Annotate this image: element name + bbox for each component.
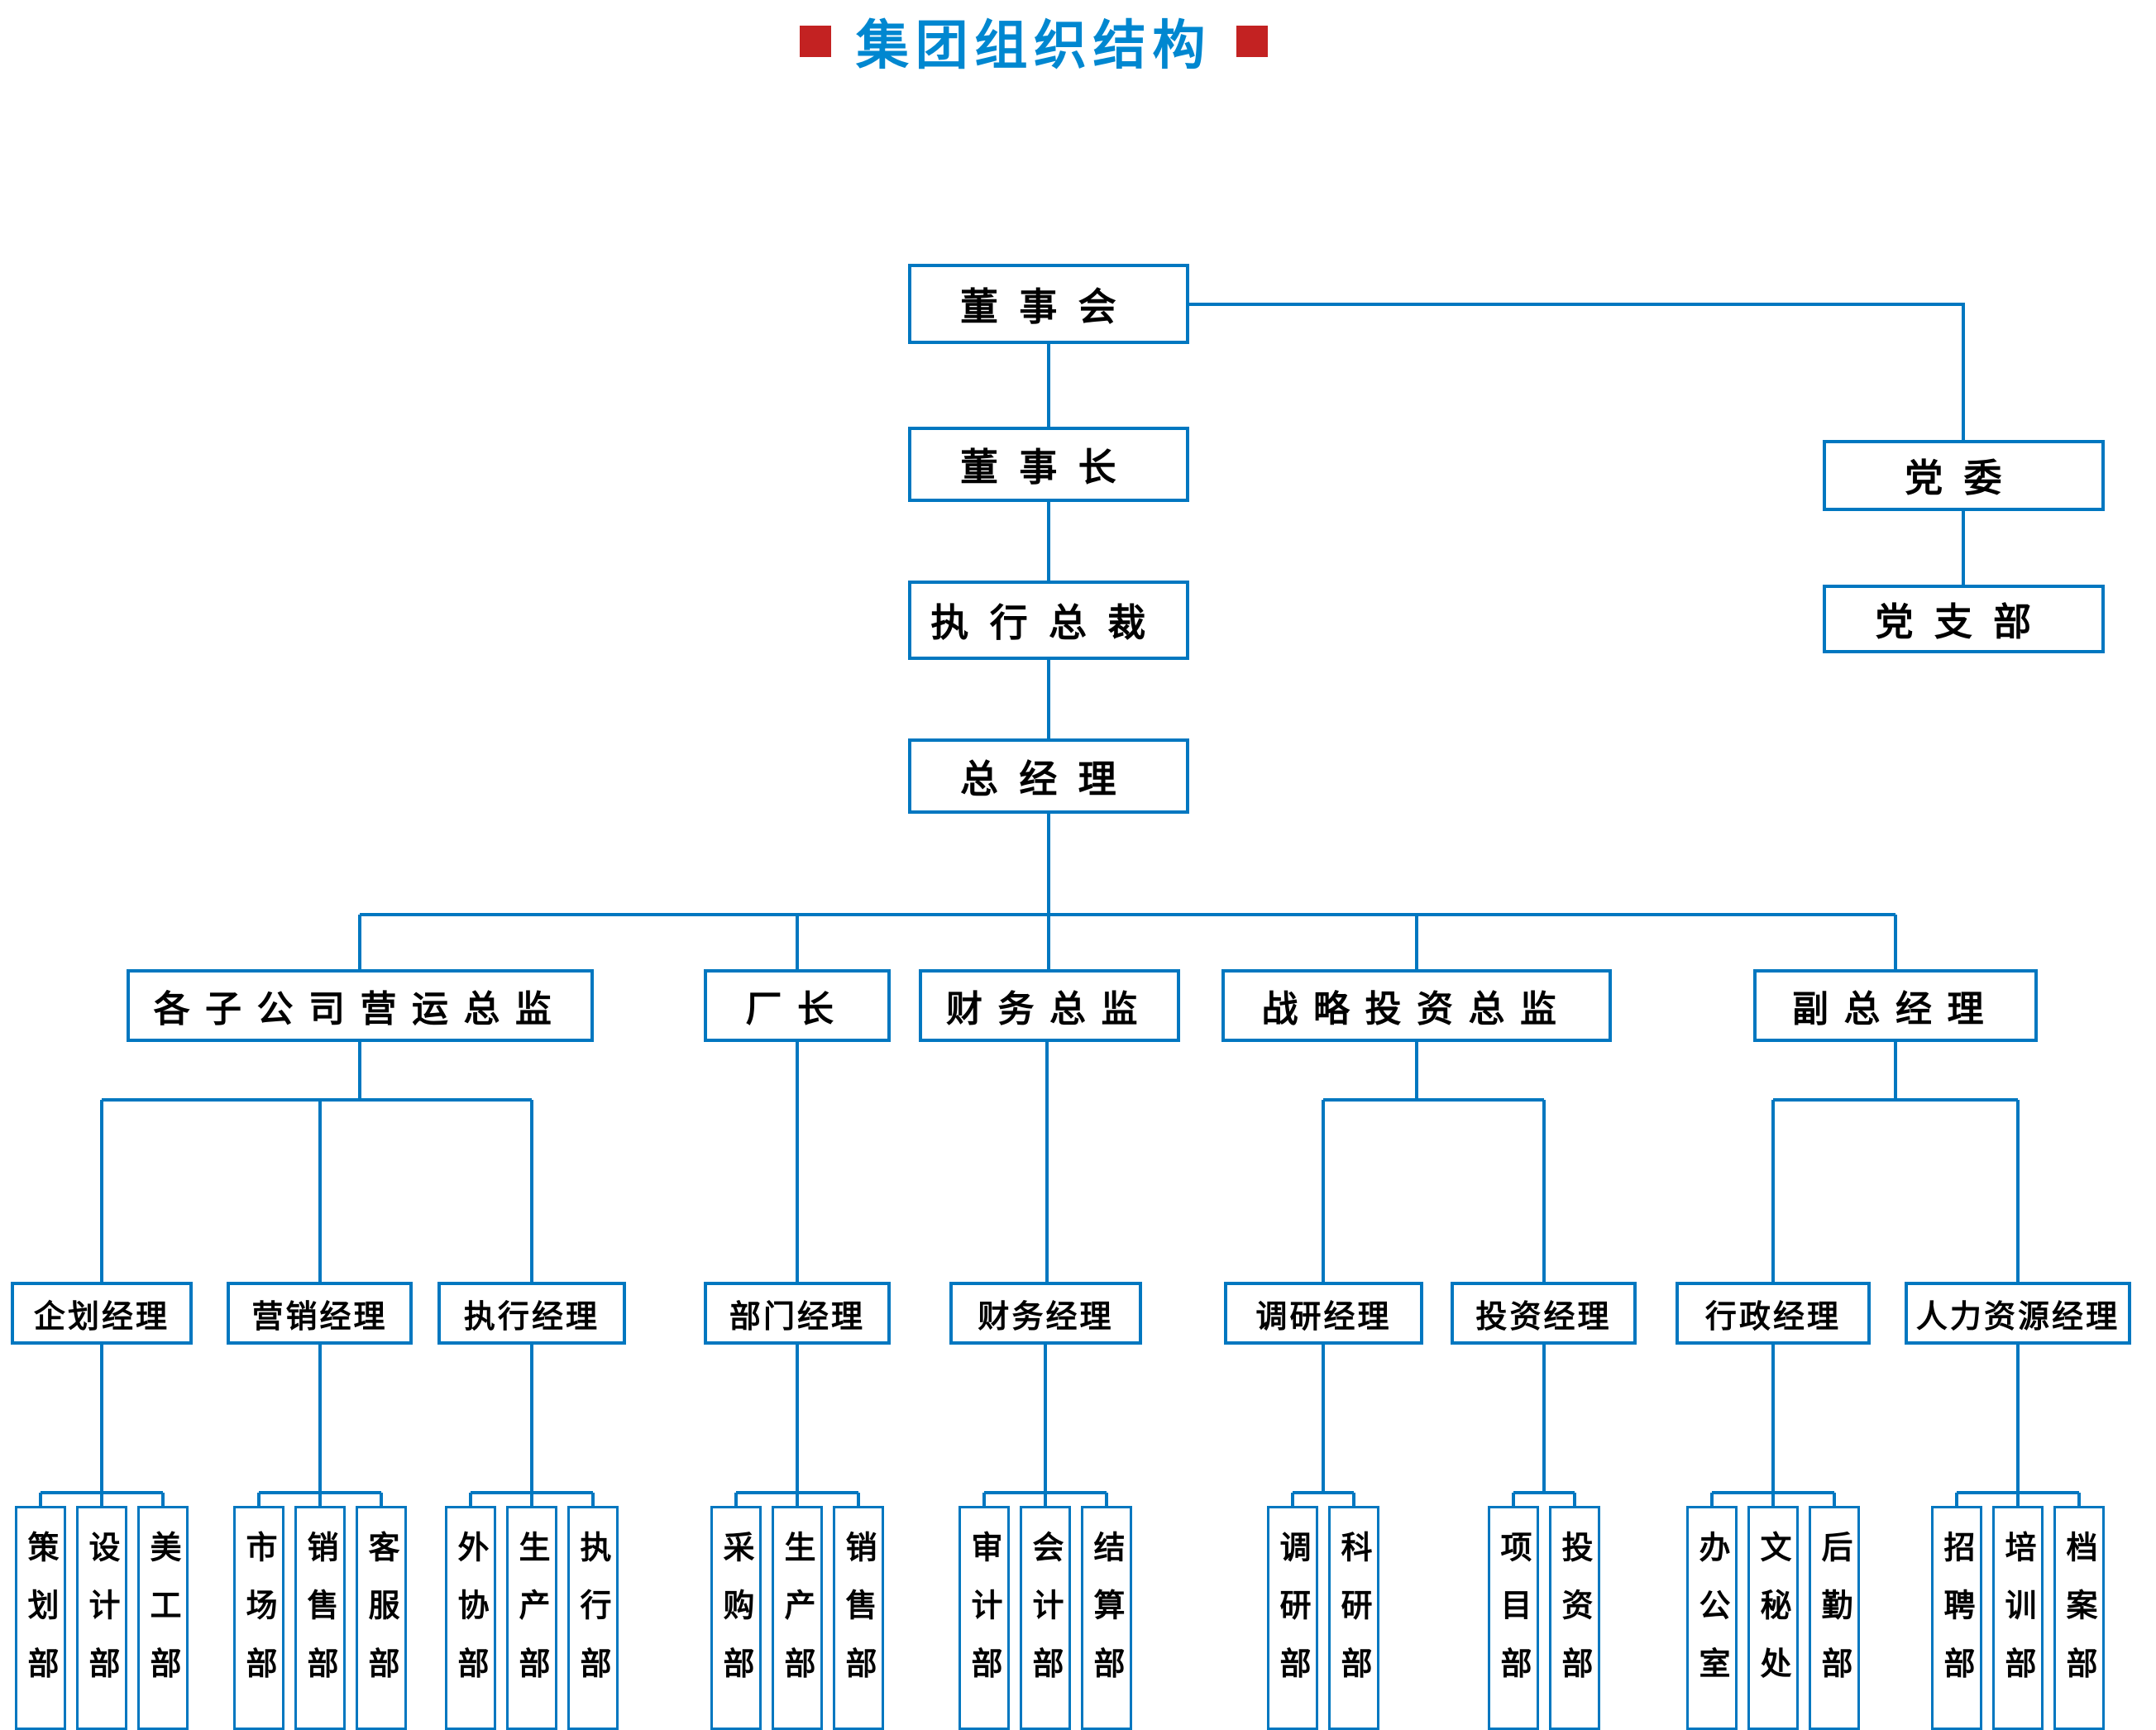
node-finance-director: 财务总监 <box>919 969 1180 1042</box>
dept-label: 市场部 <box>241 1531 277 1705</box>
dept-label: 调研部 <box>1274 1531 1311 1705</box>
node-dept-settlement: 结算部 <box>1081 1506 1132 1730</box>
node-dept-research: 调研部 <box>1267 1506 1318 1730</box>
node-dept-investment: 投资部 <box>1549 1506 1600 1730</box>
node-execution-manager: 执行经理 <box>437 1282 626 1345</box>
node-department-manager: 部门经理 <box>704 1282 891 1345</box>
node-dept-customer-service: 客服部 <box>356 1506 407 1730</box>
node-executive-president: 执行总裁 <box>908 581 1189 660</box>
dept-label: 科研部 <box>1336 1531 1372 1705</box>
node-party-branch: 党支部 <box>1823 585 2105 653</box>
node-dept-accounting: 会计部 <box>1020 1506 1071 1730</box>
dept-label: 策划部 <box>22 1531 59 1705</box>
node-deputy-general-manager: 副总经理 <box>1753 969 2038 1042</box>
node-dept-art: 美工部 <box>137 1506 189 1730</box>
node-dept-audit: 审计部 <box>958 1506 1010 1730</box>
node-dept-archives: 档案部 <box>2053 1506 2105 1730</box>
node-research-manager: 调研经理 <box>1224 1282 1423 1345</box>
dept-label: 项目部 <box>1495 1531 1532 1705</box>
node-dept-sales-2: 销售部 <box>833 1506 884 1730</box>
chart-title: 集团组织结构 <box>0 7 2068 77</box>
node-general-manager: 总经理 <box>908 738 1189 814</box>
dept-label: 客服部 <box>363 1531 399 1705</box>
dept-label: 培训部 <box>2000 1531 2036 1705</box>
dept-label: 文秘处 <box>1755 1531 1791 1705</box>
dept-label: 设计部 <box>84 1531 120 1705</box>
node-dept-logistics: 后勤部 <box>1809 1506 1860 1730</box>
dept-label: 生产部 <box>779 1531 815 1705</box>
dept-label: 投资部 <box>1556 1531 1593 1705</box>
dept-label: 销售部 <box>840 1531 877 1705</box>
node-investment-manager: 投资经理 <box>1451 1282 1637 1345</box>
dept-label: 外协部 <box>452 1531 489 1705</box>
dept-label: 后勤部 <box>1816 1531 1852 1705</box>
node-chairman: 董事长 <box>908 427 1189 502</box>
node-dept-secretary: 文秘处 <box>1747 1506 1799 1730</box>
node-dept-sales: 销售部 <box>294 1506 346 1730</box>
node-dept-training: 培训部 <box>1992 1506 2044 1730</box>
node-marketing-manager: 营销经理 <box>227 1282 413 1345</box>
dept-label: 招聘部 <box>1938 1531 1975 1705</box>
node-dept-office: 办公室 <box>1686 1506 1738 1730</box>
node-hr-manager: 人力资源经理 <box>1905 1282 2131 1345</box>
node-dept-design: 设计部 <box>76 1506 127 1730</box>
node-factory-director: 厂长 <box>704 969 891 1042</box>
red-square-right-icon <box>1236 26 1269 57</box>
title-text: 集团组织结构 <box>855 16 1212 77</box>
node-dept-production-2: 生产部 <box>772 1506 823 1730</box>
node-dept-outsourcing: 外协部 <box>445 1506 496 1730</box>
dept-label: 美工部 <box>145 1531 181 1705</box>
node-dept-scientific-research: 科研部 <box>1328 1506 1379 1730</box>
node-dept-market: 市场部 <box>233 1506 284 1730</box>
node-dept-execution: 执行部 <box>567 1506 619 1730</box>
dept-label: 审计部 <box>966 1531 1002 1705</box>
dept-label: 会计部 <box>1027 1531 1064 1705</box>
dept-label: 销售部 <box>302 1531 338 1705</box>
node-dept-recruitment: 招聘部 <box>1931 1506 1982 1730</box>
dept-label: 执行部 <box>575 1531 611 1705</box>
node-admin-manager: 行政经理 <box>1676 1282 1871 1345</box>
node-strategic-investment-director: 战略投资总监 <box>1221 969 1612 1042</box>
dept-label: 结算部 <box>1088 1531 1125 1705</box>
node-dept-procurement: 采购部 <box>710 1506 762 1730</box>
node-planning-manager: 企划经理 <box>11 1282 193 1345</box>
node-party-committee: 党委 <box>1823 440 2105 511</box>
node-subsidiary-operations-director: 各子公司营运总监 <box>127 969 594 1042</box>
dept-label: 生产部 <box>514 1531 550 1705</box>
dept-label: 档案部 <box>2061 1531 2097 1705</box>
node-dept-project: 项目部 <box>1488 1506 1539 1730</box>
red-square-left-icon <box>799 26 831 57</box>
node-board-of-directors: 董事会 <box>908 264 1189 344</box>
node-dept-planning: 策划部 <box>15 1506 66 1730</box>
dept-label: 采购部 <box>718 1531 754 1705</box>
dept-label: 办公室 <box>1694 1531 1730 1705</box>
node-finance-manager: 财务经理 <box>949 1282 1142 1345</box>
node-dept-production: 生产部 <box>506 1506 557 1730</box>
